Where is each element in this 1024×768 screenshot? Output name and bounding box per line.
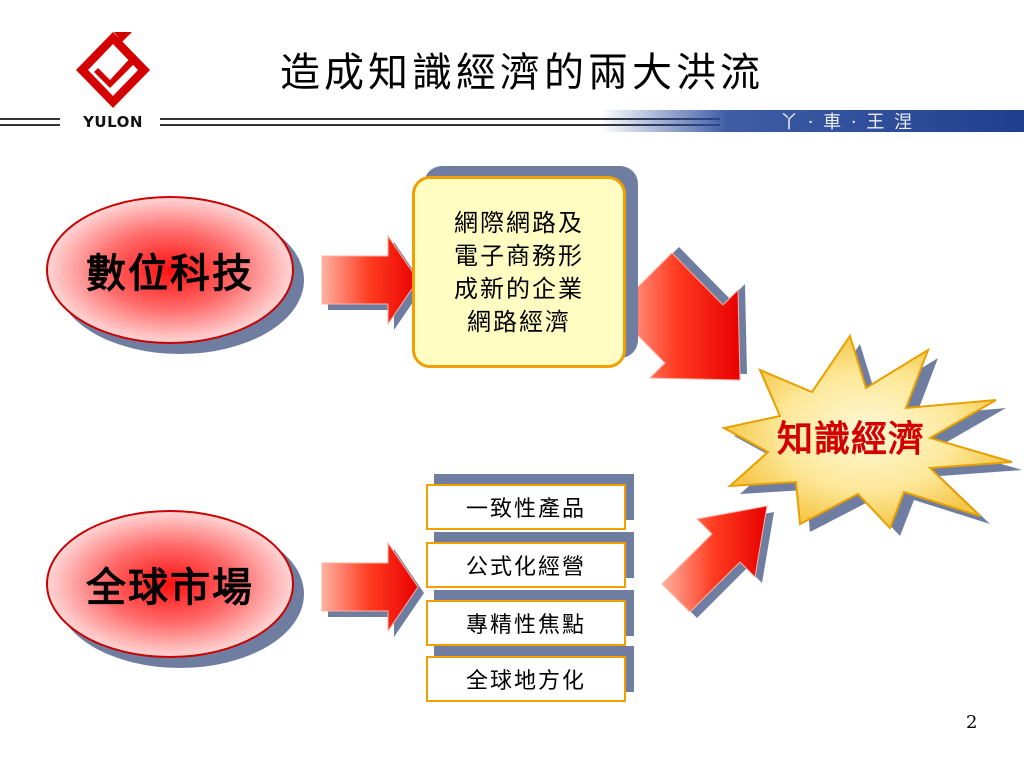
market-item: 公式化經營: [426, 542, 626, 588]
page-title: 造成知識經濟的兩大洪流: [280, 50, 764, 96]
global-market-oval: 全球市場: [46, 510, 294, 658]
market-item: 一致性產品: [426, 484, 626, 530]
yulon-logo: [76, 32, 150, 108]
header-band: [0, 110, 1024, 132]
market-item: 專精性焦點: [426, 600, 626, 646]
market-item: 全球地方化: [426, 656, 626, 702]
box-line: 網路經濟: [467, 308, 571, 336]
knowledge-economy-star: [721, 333, 1022, 536]
box-line: 電子商務形: [454, 242, 584, 270]
digital-tech-oval: 數位科技: [46, 196, 294, 344]
page-number: 2: [966, 712, 978, 733]
knowledge-economy-label: 知識經濟: [776, 418, 925, 460]
box-line: 成新的企業: [454, 275, 584, 303]
box-line: 網際網路及: [454, 209, 584, 237]
internet-ecommerce-box: 網際網路及 電子商務形 成新的企業 網路經濟: [412, 176, 626, 368]
arrow-right-bottom: [321, 541, 424, 637]
arrow-diagonal-up: [661, 505, 774, 618]
brand-name: YULON: [83, 113, 143, 131]
slogan-text: 丫 · 車 · 王 涅: [780, 112, 915, 133]
arrow-right-top: [321, 234, 424, 330]
